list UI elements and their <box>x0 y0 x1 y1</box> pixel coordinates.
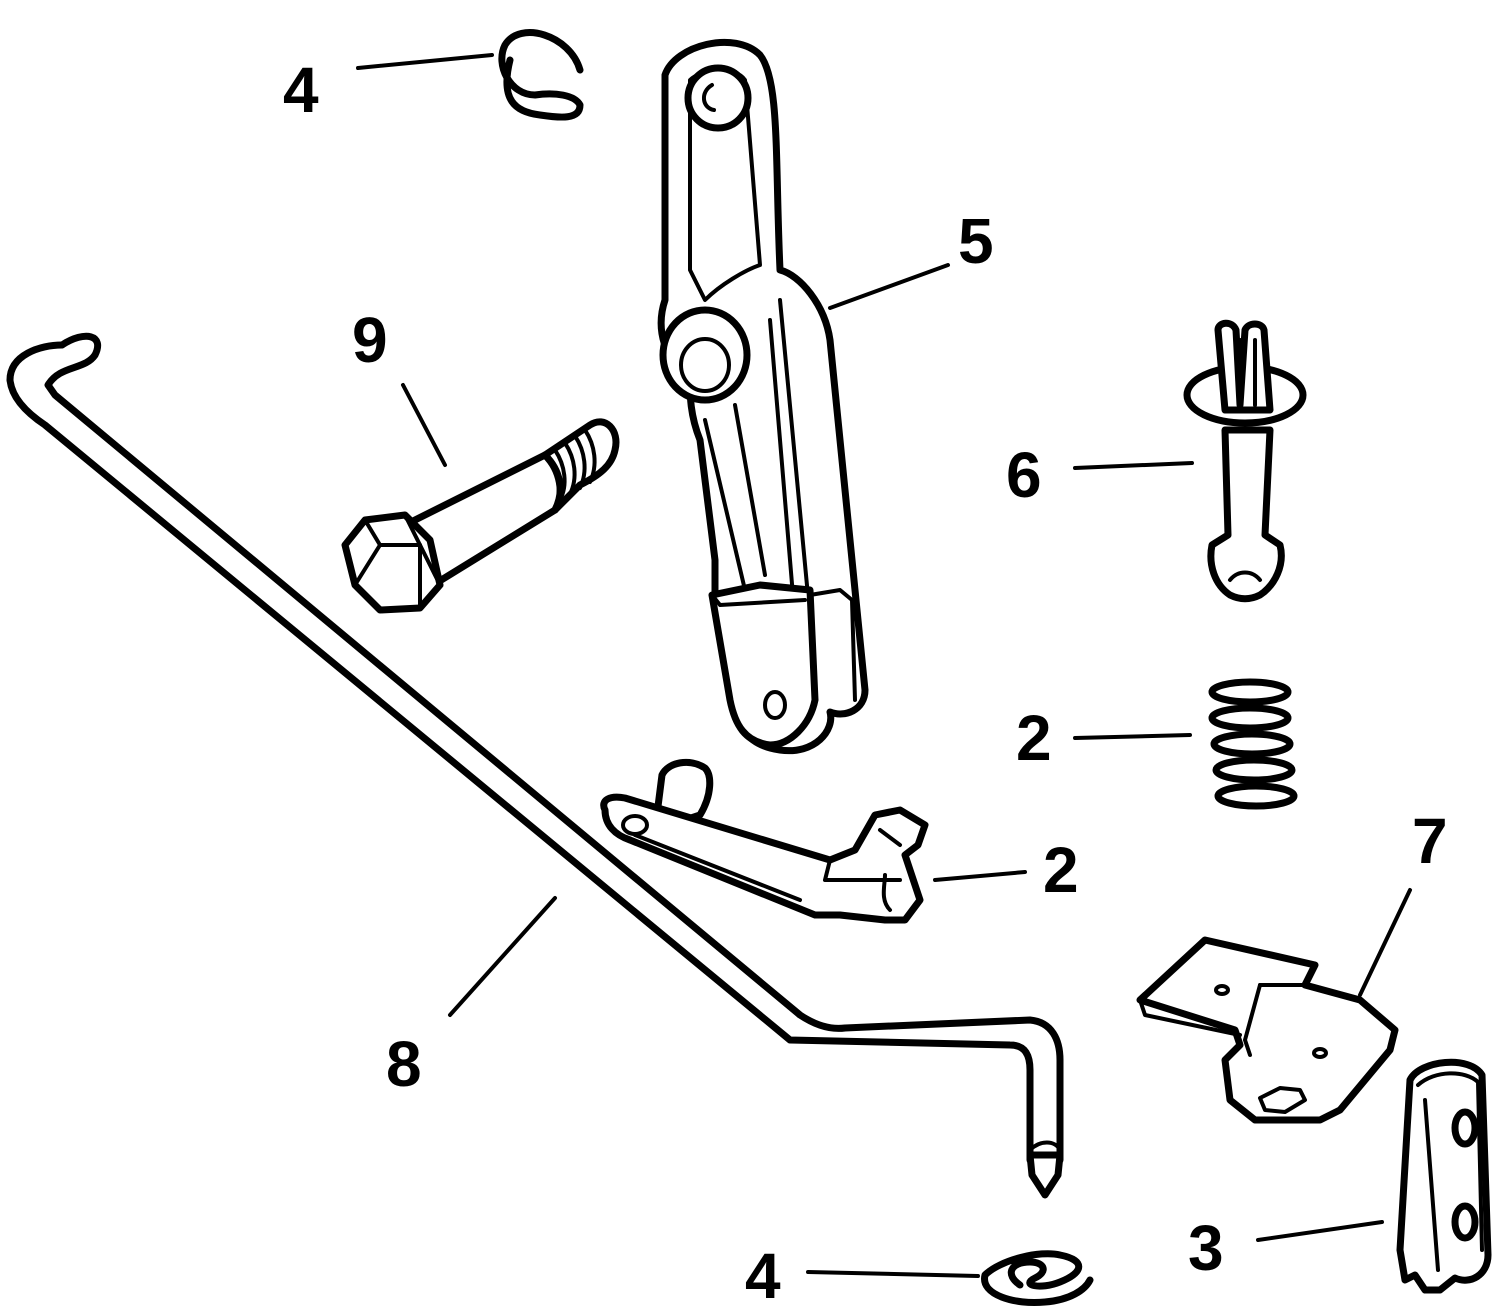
shoulder-bolt <box>341 418 620 614</box>
callout-labels: 4 5 9 6 2 2 7 8 3 4 <box>283 54 1448 1312</box>
callout-6: 6 <box>1006 439 1042 511</box>
leader-2-lever <box>933 870 1027 882</box>
link-lever <box>657 38 869 755</box>
coil-spring <box>1208 678 1298 810</box>
leader-2-spring <box>1073 733 1192 740</box>
e-clip-top <box>498 29 584 121</box>
leader-9 <box>401 383 447 467</box>
leader-8 <box>448 896 557 1017</box>
link-plate <box>1396 1058 1492 1294</box>
leader-3 <box>1256 1220 1384 1242</box>
callout-5: 5 <box>958 205 994 277</box>
bracket-plate <box>1136 936 1399 1124</box>
leader-4-bottom <box>806 1270 980 1278</box>
callout-2-spring: 2 <box>1016 702 1052 774</box>
callout-4-top: 4 <box>283 54 319 126</box>
leader-6 <box>1073 461 1194 470</box>
leader-7 <box>1358 888 1412 997</box>
callout-4-bottom: 4 <box>745 1240 781 1312</box>
callout-3: 3 <box>1188 1212 1224 1284</box>
bent-rod <box>6 332 1064 1199</box>
callout-7: 7 <box>1412 805 1448 877</box>
callout-9: 9 <box>352 304 388 376</box>
leader-5 <box>828 263 950 310</box>
push-fastener <box>1183 319 1307 603</box>
callout-2-lever: 2 <box>1043 834 1079 906</box>
leader-lines <box>356 53 1412 1278</box>
callout-8: 8 <box>386 1028 422 1100</box>
leader-4-top <box>356 53 494 70</box>
e-clip-bottom <box>981 1250 1094 1307</box>
small-lever <box>600 758 929 924</box>
